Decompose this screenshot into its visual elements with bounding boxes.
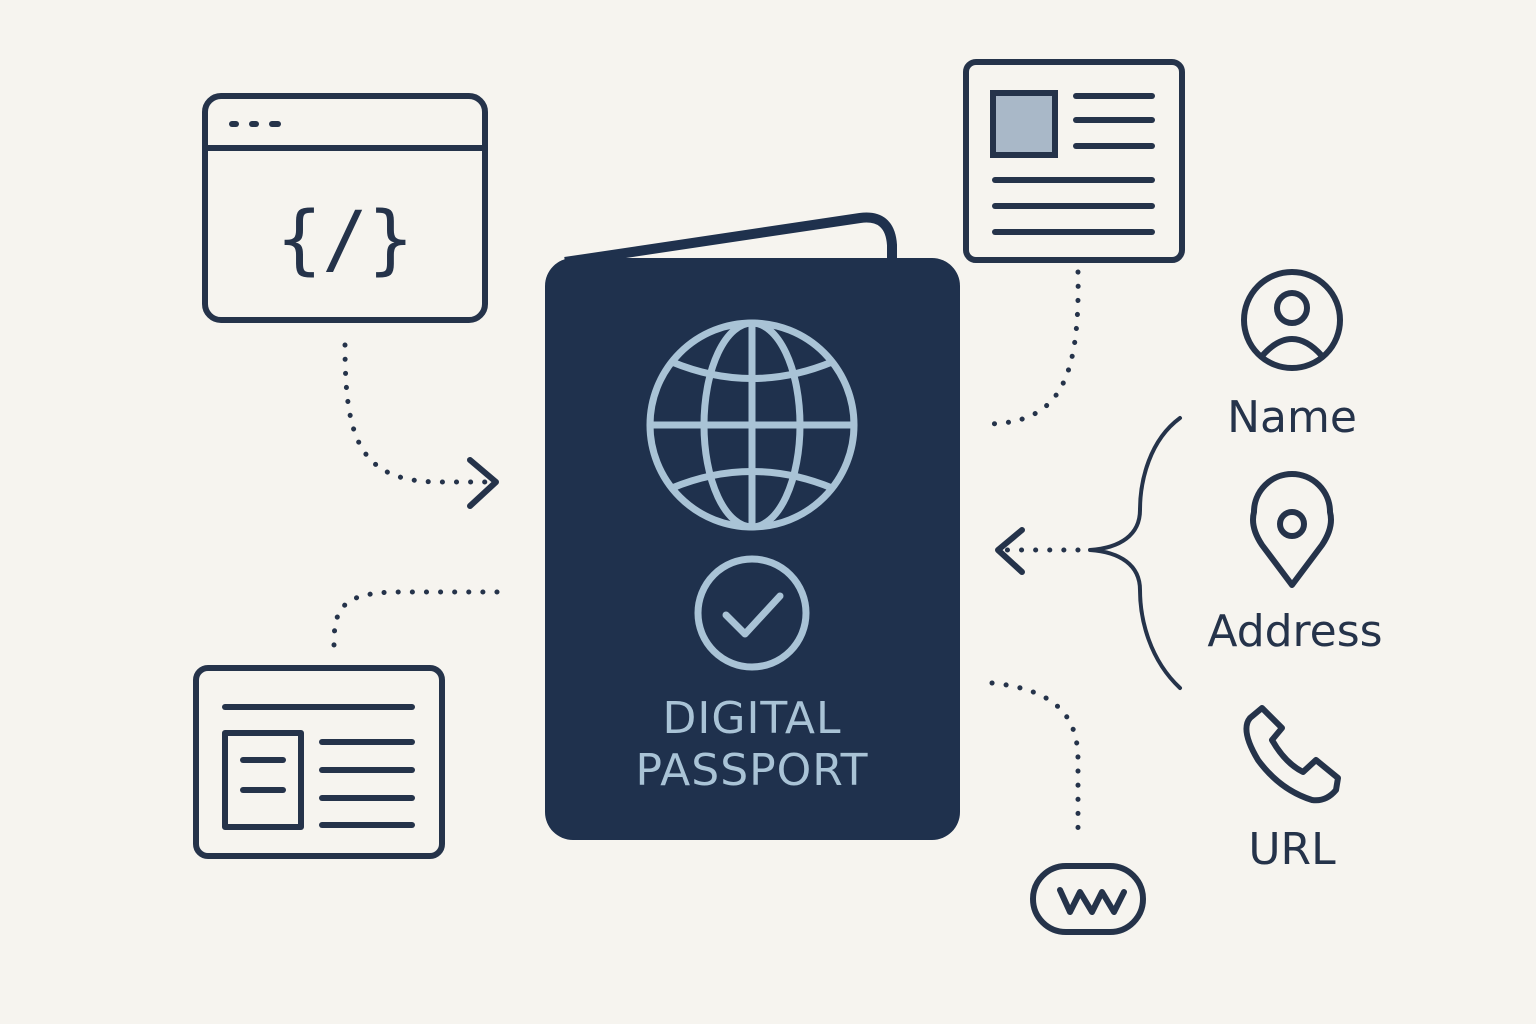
code-to-passport-arrow [342,342,499,509]
code-symbol: {/} [276,194,413,283]
web-badge-icon [1030,863,1146,935]
passport-title-line1: DIGITAL [662,693,841,744]
passport-title-line2: PASSPORT [635,745,868,796]
location-pin-icon [1250,471,1334,588]
fields-to-passport-arrow [995,416,1182,690]
label-name: Name [1227,392,1357,443]
id-card-icon [963,59,1185,263]
label-url: URL [1248,824,1336,875]
label-address: Address [1207,606,1382,657]
document-connector [331,589,508,648]
document-card-icon [193,665,445,859]
user-icon [1241,269,1343,371]
web-connector [989,680,1081,843]
id-card-connector [982,269,1081,427]
code-window-icon: {/} [202,93,488,323]
phone-icon [1243,705,1341,804]
check-circle-icon [694,555,810,671]
globe-icon [646,319,858,531]
passport-book: DIGITAL PASSPORT [545,212,960,840]
